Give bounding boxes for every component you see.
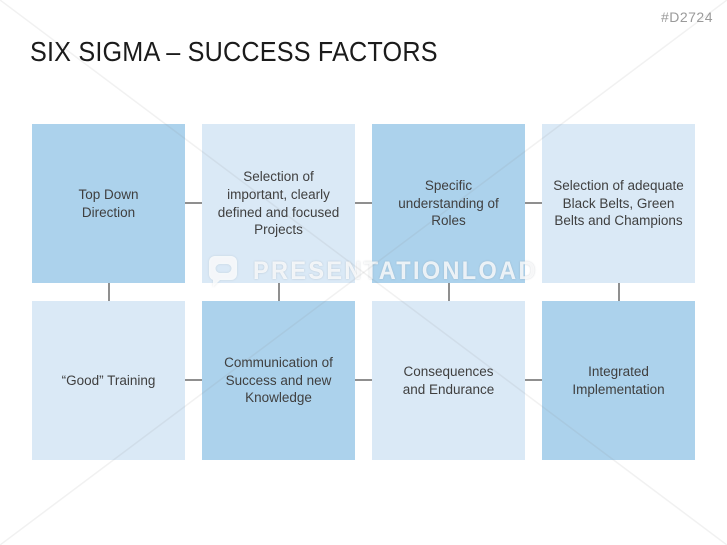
connector-line-vertical	[107, 283, 110, 301]
factor-box-top-down-direction: Top Down Direction	[32, 124, 185, 283]
connector-line-horizontal	[525, 202, 542, 204]
template-id-label: #D2724	[660, 9, 713, 25]
page-title: SIX SIGMA – SUCCESS FACTORS	[30, 36, 438, 67]
factor-box-belt-selection: Selection of adequate Black Belts, Green…	[542, 124, 695, 283]
connector-line-horizontal	[185, 202, 202, 204]
factor-box-consequences-endurance: Consequences and Endurance	[372, 301, 525, 460]
connector-line-vertical	[447, 283, 450, 301]
success-factors-grid: Top Down Direction Selection of importan…	[32, 124, 695, 460]
factor-box-label: Selection of important, clearly defined …	[217, 168, 340, 238]
factor-box-label: Integrated Implementation	[572, 363, 665, 397]
connector-line-horizontal	[355, 202, 372, 204]
factor-box-communication: Communication of Success and new Knowled…	[202, 301, 355, 460]
factor-box-label: Communication of Success and new Knowled…	[224, 354, 333, 406]
connector-line-horizontal	[185, 379, 202, 381]
factor-box-understanding-of-roles: Specific understanding of Roles	[372, 124, 525, 283]
connector-line-vertical	[277, 283, 280, 301]
factor-box-integrated-implementation: Integrated Implementation	[542, 301, 695, 460]
factor-box-good-training: “Good” Training	[32, 301, 185, 460]
connector-line-vertical	[617, 283, 620, 301]
factor-box-label: “Good” Training	[61, 372, 156, 388]
connector-line-horizontal	[355, 379, 372, 381]
factor-box-label: Specific understanding of Roles	[398, 177, 499, 229]
connector-line-horizontal	[525, 379, 542, 381]
factor-box-label: Top Down Direction	[78, 186, 139, 220]
factor-box-label: Consequences and Endurance	[402, 363, 495, 397]
factor-box-label: Selection of adequate Black Belts, Green…	[553, 177, 684, 229]
factor-box-project-selection: Selection of important, clearly defined …	[202, 124, 355, 283]
